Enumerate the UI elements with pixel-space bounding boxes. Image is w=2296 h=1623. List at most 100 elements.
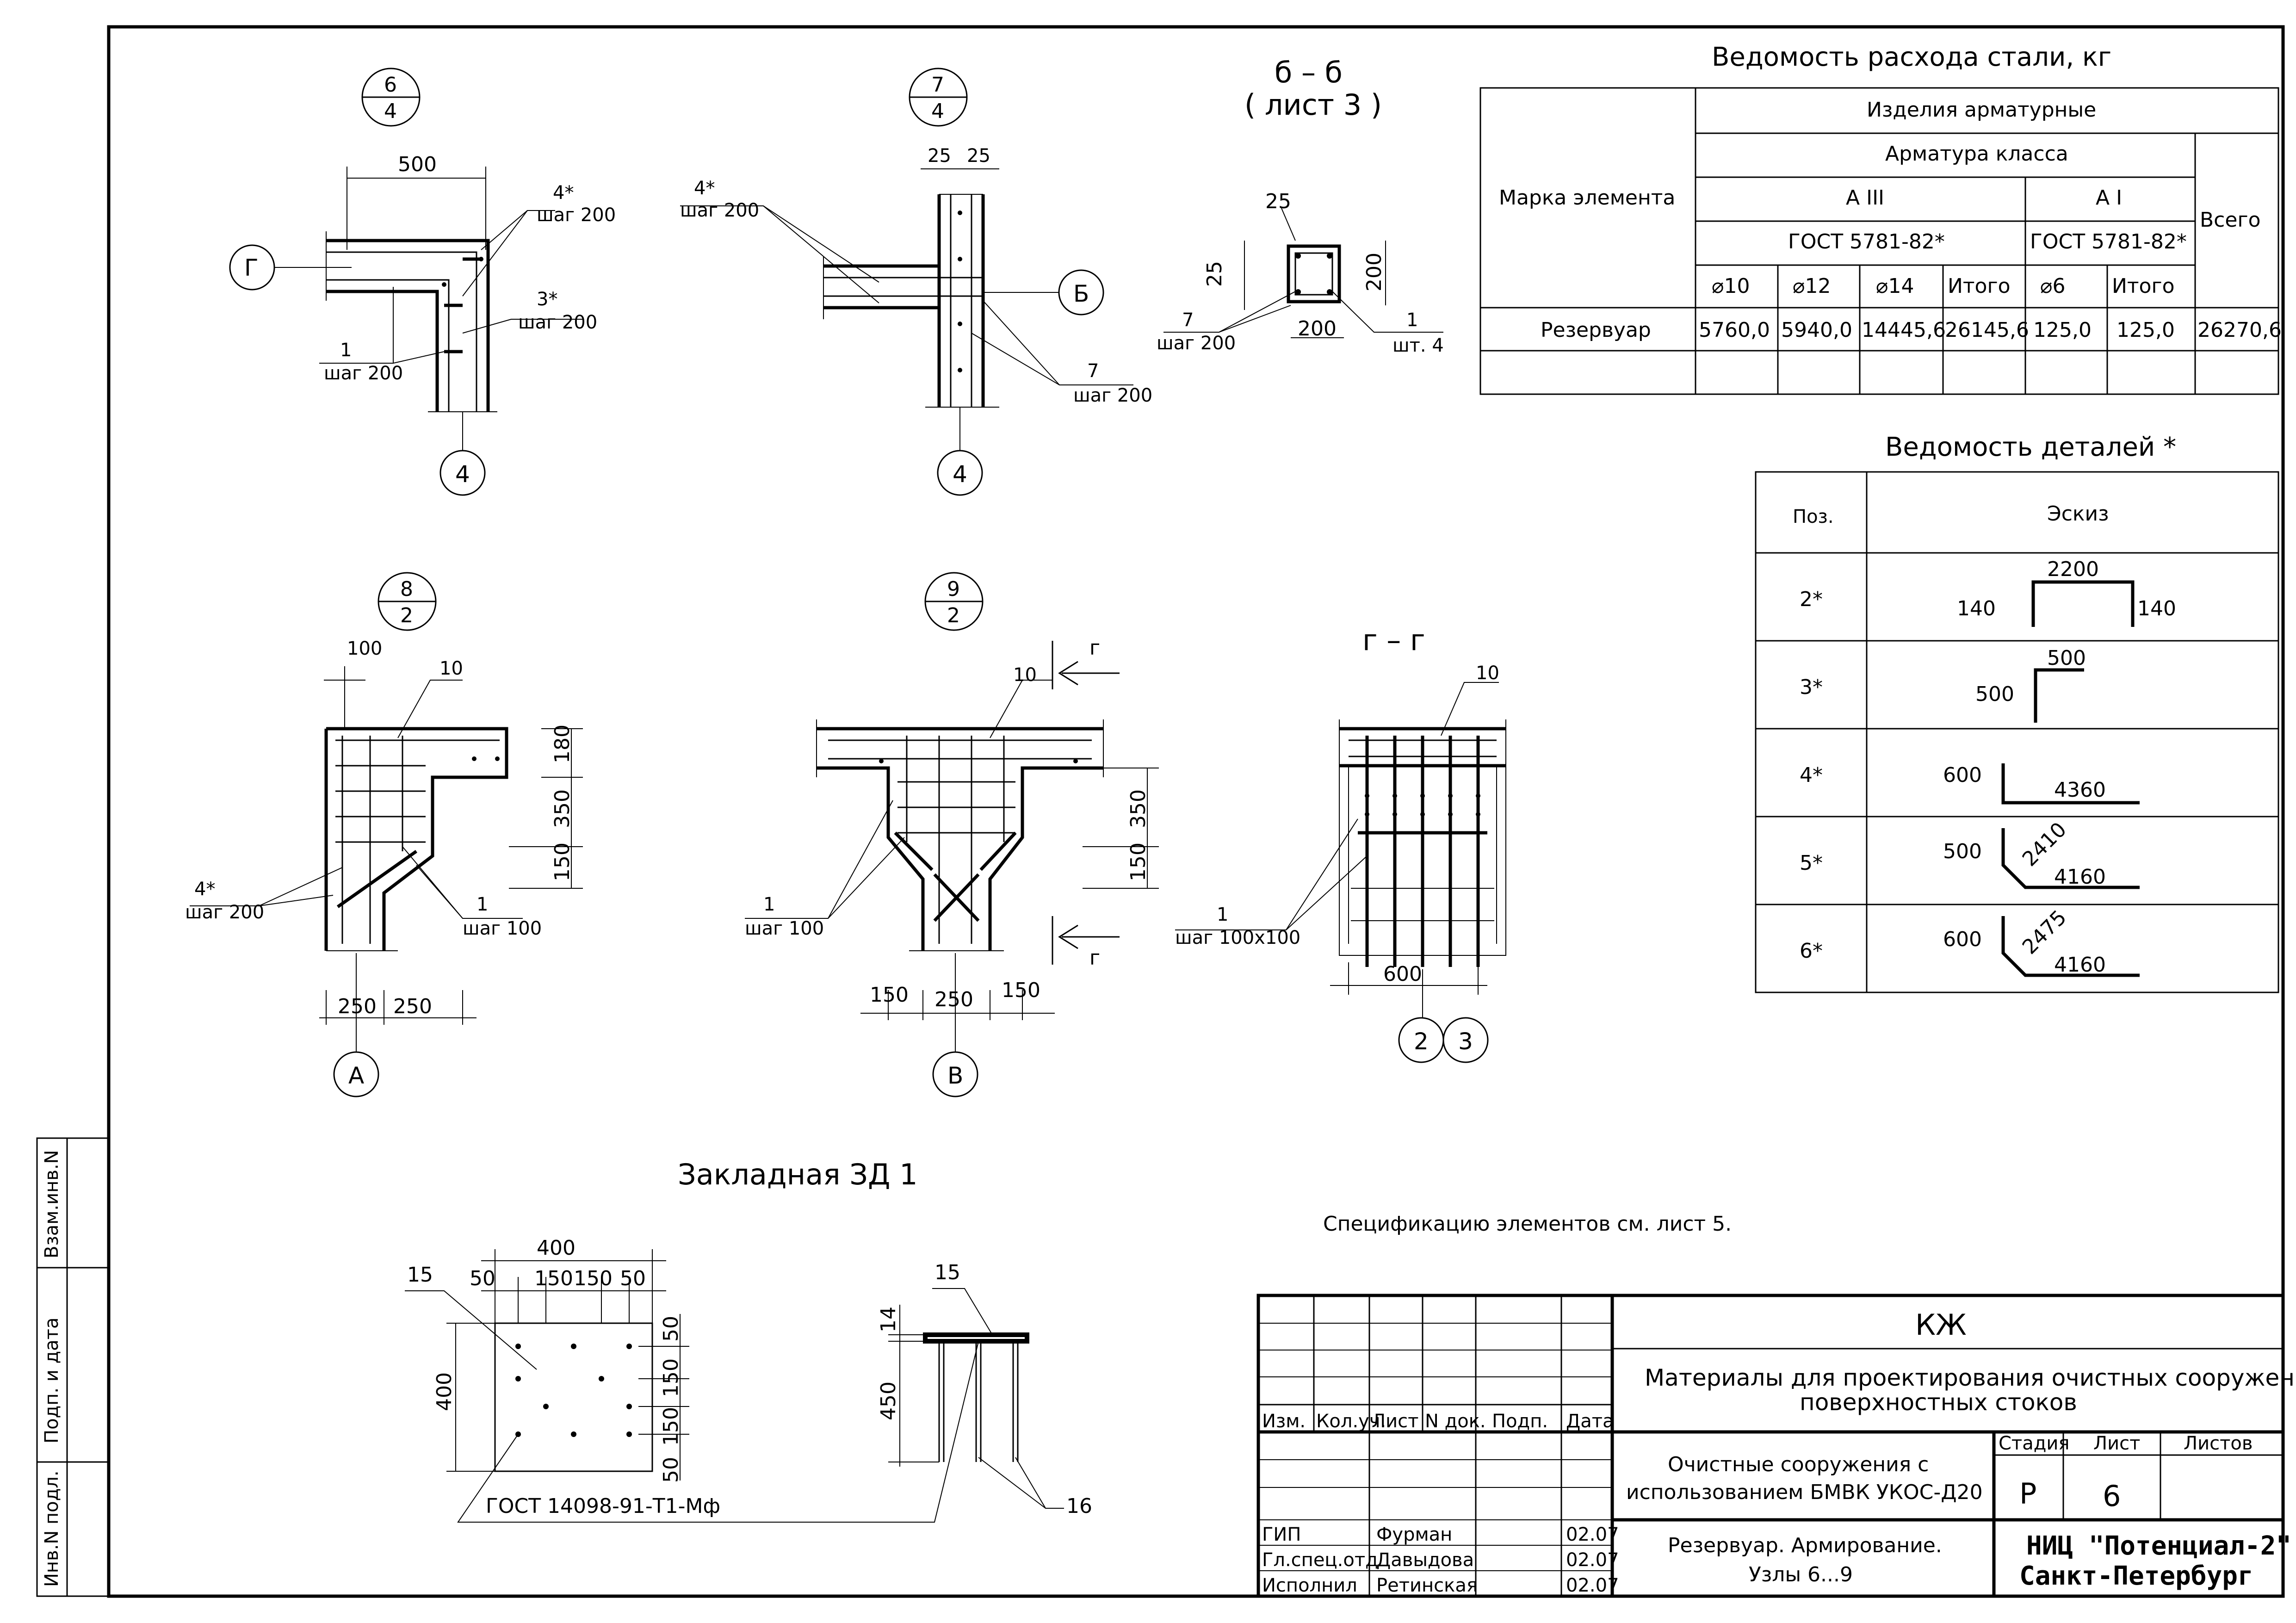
node-7: 7 4 25 25 Б 4 4* шаг 200 7 ша — [680, 68, 1152, 496]
embed-title: Закладная ЗД 1 — [678, 1158, 918, 1191]
diam-2: ⌀14 — [1876, 274, 1914, 298]
section-gg: г – г 10 1 шаг 100х100 600 — [1175, 623, 1506, 1063]
node6-axis-g: Г — [244, 254, 259, 281]
embed-d50a: 50 — [470, 1267, 495, 1290]
section-bb: б – б ( лист 3 ) 25 25 200 200 7 шаг 200… — [1157, 56, 1444, 356]
side-label-3: Инв.N подл. — [41, 1470, 62, 1587]
node6-den: 4 — [384, 99, 397, 123]
sb-lbl-1: 1 — [1406, 310, 1418, 331]
node7-lbl-4s: шаг 200 — [680, 200, 759, 221]
role-1: Гл.спец.отд — [1262, 1549, 1378, 1571]
col-mark: Марка элемента — [1499, 186, 1675, 210]
sb-lbl-7s: шаг 200 — [1157, 333, 1236, 354]
det-4-a: 600 — [1943, 763, 1982, 787]
det-4-b: 4360 — [2054, 778, 2106, 802]
date-0: 02.07 — [1566, 1524, 1619, 1545]
sb-title: б – б — [1275, 56, 1343, 89]
det-6-c: 4160 — [2054, 953, 2106, 977]
node7-lbl-7: 7 — [1087, 360, 1099, 382]
node9-d150: 150 — [1126, 842, 1150, 881]
node9-d350: 350 — [1126, 789, 1150, 828]
det-5-a: 500 — [1943, 840, 1982, 863]
row-val-0: 5760,0 — [1699, 318, 1770, 342]
diam-3: Итого — [1948, 274, 2011, 298]
gost-a1: ГОСТ 5781-82* — [2030, 230, 2187, 254]
det-pos-4: 4* — [1800, 763, 1823, 787]
stamp-project: Материалы для проектирования очистных со… — [1645, 1364, 2296, 1391]
sb-sub: ( лист 3 ) — [1244, 88, 1382, 122]
node9-d150b: 150 — [1002, 979, 1040, 1002]
sb-lbl-7: 7 — [1182, 310, 1194, 331]
side-label-1: Взам.инв.N — [41, 1150, 62, 1258]
node8-lbl-4s: шаг 200 — [185, 902, 264, 923]
stamp-title2: Узлы 6...9 — [1749, 1563, 1853, 1586]
row-mark: Резервуар — [1541, 318, 1651, 342]
node9-d250: 250 — [934, 988, 973, 1011]
embed-plate: Закладная ЗД 1 400 50 150 150 50 400 50 … — [405, 1158, 1092, 1523]
det-6-a: 600 — [1943, 928, 1982, 951]
embed-v150b: 150 — [659, 1407, 683, 1446]
det-pos-2: 2* — [1800, 588, 1823, 611]
node8-d250a: 250 — [338, 995, 377, 1018]
gg-lbl-10: 10 — [1476, 663, 1499, 684]
col-ndok: N док. — [1425, 1411, 1486, 1432]
det-6-b: 2475 — [2018, 906, 2071, 959]
node8-d350: 350 — [551, 789, 574, 828]
embed-d400: 400 — [537, 1236, 576, 1260]
node9-axis-v: В — [947, 1062, 963, 1089]
stamp-project2: поверхностных стоков — [1800, 1389, 2077, 1416]
sb-d25b: 25 — [1203, 261, 1226, 287]
col-kol: Кол.уч. — [1316, 1411, 1386, 1432]
node8-axis-a: А — [348, 1062, 364, 1089]
node8-den: 2 — [400, 604, 413, 627]
col-pos: Поз. — [1793, 506, 1834, 527]
gg-d600: 600 — [1383, 962, 1422, 986]
gost-a3: ГОСТ 5781-82* — [1788, 230, 1945, 254]
det-pos-3: 3* — [1800, 675, 1823, 699]
diam-4: ⌀6 — [2040, 274, 2065, 298]
node9-num: 9 — [947, 577, 960, 601]
embed-s-lbl-16: 16 — [1066, 1494, 1092, 1518]
node8-lbl-4: 4* — [194, 879, 215, 900]
class-header: Арматура класса — [1885, 142, 2068, 166]
embed-v50a: 50 — [659, 1316, 683, 1342]
sb-d200b: 200 — [1362, 253, 1386, 291]
row-val-4: 125,0 — [2033, 318, 2092, 342]
col-sketch: Эскиз — [2047, 502, 2109, 526]
steel-table-title: Ведомость расхода стали, кг — [1712, 42, 2111, 72]
node7-axis-b: Б — [1073, 280, 1089, 307]
embed-s450: 450 — [877, 1381, 900, 1420]
name-2: Ретинская — [1376, 1575, 1478, 1596]
gg-axis-2: 2 — [1414, 1028, 1429, 1055]
name-1: Давыдова — [1376, 1549, 1474, 1571]
details-table: Ведомость деталей * Поз. Эскиз 2* 2200 1… — [1755, 432, 2279, 993]
node6-lbl-1s: шаг 200 — [324, 363, 403, 384]
steel-table: Ведомость расхода стали, кг Марка элемен… — [1479, 42, 2282, 395]
node6-lbl-4s: шаг 200 — [537, 204, 616, 226]
node6-lbl-3s: шаг 200 — [518, 312, 597, 333]
stamp-object2: использованием БМВК УКОС-Д20 — [1626, 1481, 1983, 1504]
embed-s14: 14 — [877, 1307, 900, 1332]
node9-lbl-1: 1 — [763, 894, 775, 915]
sb-d25a: 25 — [1265, 190, 1291, 213]
stamp-title1: Резервуар. Армирование. — [1668, 1534, 1942, 1557]
col-date: Дата — [1566, 1411, 1614, 1432]
node9-cut-bot: г — [1089, 946, 1100, 970]
node7-lbl-7s: шаг 200 — [1073, 385, 1152, 406]
stamp-code: КЖ — [1915, 1308, 1967, 1342]
sheet-frame: Взам.инв.N Подп. и дата Инв.N подл. — [36, 25, 2285, 1598]
title-block: Изм. Кол.уч. Лист N док. Подп. Дата ГИП … — [1256, 1294, 2296, 1598]
node8-d100: 100 — [347, 638, 382, 659]
row-val-1: 5940,0 — [1781, 318, 1852, 342]
node8-lbl-10: 10 — [439, 658, 463, 679]
node6-lbl-1: 1 — [340, 340, 352, 361]
embed-d150b: 150 — [574, 1267, 613, 1290]
diam-1: ⌀12 — [1793, 274, 1831, 298]
col-podp: Подп. — [1492, 1411, 1548, 1432]
embed-gost: ГОСТ 14098-91-Т1-Мф — [486, 1494, 720, 1518]
side-label-2: Подп. и дата — [41, 1318, 62, 1443]
row-val-3: 26145,6 — [1945, 318, 2029, 342]
embed-s-lbl-15: 15 — [934, 1261, 960, 1284]
